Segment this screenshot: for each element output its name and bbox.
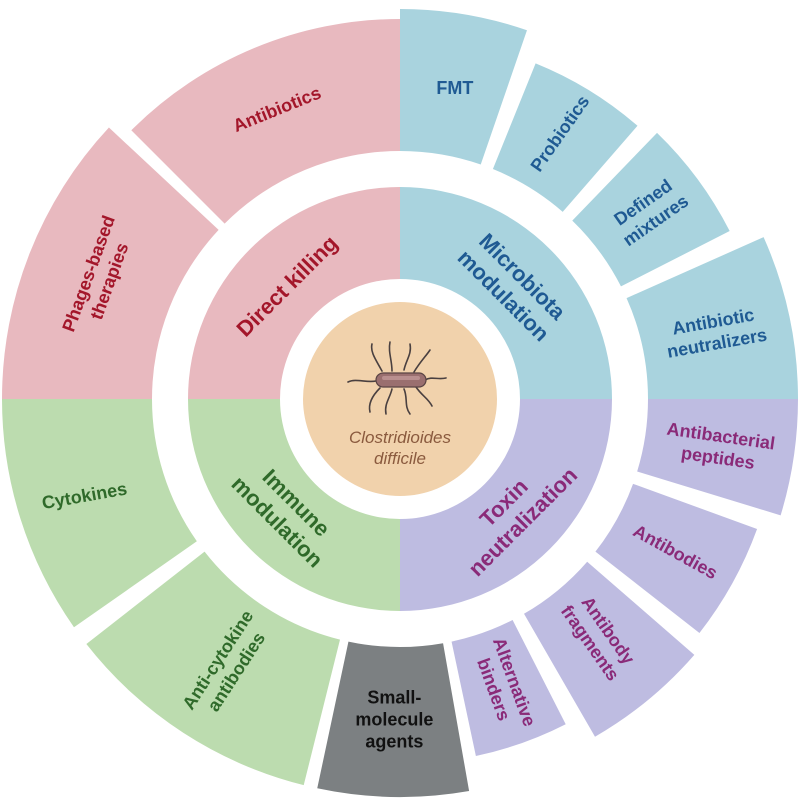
flagellum	[424, 377, 447, 381]
segment-label-small_molecule-line: molecule	[355, 709, 433, 729]
flagellum	[403, 343, 412, 371]
segment-label-small_molecule-line: Small-	[367, 687, 421, 707]
flagellum	[403, 388, 411, 415]
segment-antibody_fragments	[524, 561, 695, 737]
flagellum	[368, 387, 381, 413]
category-toxin_neutralization	[400, 399, 612, 611]
segment-label-small_molecule-line: agents	[365, 731, 423, 751]
segment-defined_mixtures	[572, 132, 730, 287]
segment-probiotics	[492, 63, 638, 212]
segment-small_molecule	[317, 641, 470, 797]
flagellum	[415, 386, 433, 407]
category-immune_modulation	[188, 399, 400, 611]
center-hub: Clostridioides difficile	[303, 302, 497, 496]
segment-antibacterial_peptides	[637, 399, 798, 516]
segment-cytokines	[2, 399, 197, 628]
flagellum	[347, 379, 377, 383]
center-label-line2: difficile	[374, 449, 426, 468]
segment-alternative_binders	[451, 619, 566, 757]
segment-phages	[1, 127, 219, 399]
category-microbiota_modulation	[400, 187, 612, 399]
outer-ring: AntibioticsPhages-basedtherapiesFMTProbi…	[1, 9, 798, 797]
center-label-line1: Clostridioides	[349, 428, 452, 447]
flagellum	[413, 349, 431, 373]
segment-anti_cytokine	[86, 551, 341, 786]
segment-antibodies	[595, 483, 758, 633]
segment-label-fmt: FMT	[436, 78, 473, 98]
flagellum	[384, 388, 393, 415]
category-direct_killing	[188, 187, 400, 399]
bacterium-icon	[347, 341, 447, 415]
flagellum	[370, 343, 383, 372]
center-circle	[303, 302, 497, 496]
flagellum	[388, 341, 393, 372]
segment-label-fmt-line: FMT	[436, 78, 473, 98]
segment-antibiotic_neutralizers	[626, 237, 798, 399]
segment-fmt	[400, 9, 527, 165]
bacterium-highlight	[382, 376, 420, 380]
segment-antibiotics	[131, 19, 401, 224]
